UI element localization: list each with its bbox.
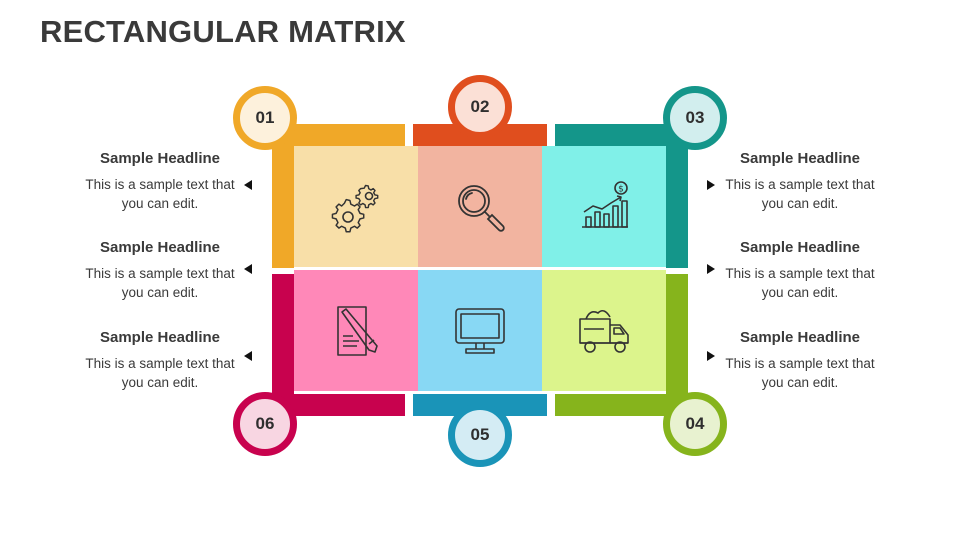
tile-03: $ (542, 146, 666, 267)
text-block-01: Sample Headline This is a sample text th… (80, 150, 240, 213)
body-text: This is a sample text that you can edit. (725, 266, 875, 300)
pointer-left-icon (244, 351, 252, 361)
page-title: RECTANGULAR MATRIX (40, 14, 406, 49)
tile-06 (294, 270, 418, 391)
pointer-right-icon (707, 351, 715, 361)
pointer-right-icon (707, 180, 715, 190)
badge-05: 05 (448, 403, 512, 467)
pointer-left-icon (244, 264, 252, 274)
text-block-03: Sample Headline This is a sample text th… (720, 150, 880, 213)
growth-chart-icon: $ (582, 180, 628, 228)
text-block-05: Sample Headline This is a sample text th… (720, 239, 880, 302)
badge-03: 03 (663, 86, 727, 150)
headline: Sample Headline (99, 150, 221, 167)
headline: Sample Headline (739, 150, 861, 167)
headline: Sample Headline (99, 239, 221, 256)
magnifier-icon (458, 184, 505, 232)
document-pencil-icon (337, 305, 378, 356)
badge-06: 06 (233, 392, 297, 456)
tile-02 (418, 146, 542, 267)
headline: Sample Headline (739, 239, 861, 256)
badge-04: 04 (663, 392, 727, 456)
tile-05 (418, 270, 542, 391)
text-block-04: Sample Headline This is a sample text th… (720, 329, 880, 392)
body-text: This is a sample text that you can edit. (85, 177, 235, 211)
gears-icon (331, 184, 379, 232)
tile-01 (294, 146, 418, 267)
monitor-icon (455, 307, 505, 354)
text-block-06: Sample Headline This is a sample text th… (80, 329, 240, 392)
badge-01: 01 (233, 86, 297, 150)
pointer-right-icon (707, 264, 715, 274)
pointer-left-icon (244, 180, 252, 190)
body-text: This is a sample text that you can edit. (725, 177, 875, 211)
text-block-02: Sample Headline This is a sample text th… (80, 239, 240, 302)
svg-text:$: $ (618, 184, 624, 194)
dump-truck-icon (579, 309, 629, 353)
headline: Sample Headline (99, 329, 221, 346)
body-text: This is a sample text that you can edit. (85, 266, 235, 300)
badge-02: 02 (448, 75, 512, 139)
tile-04 (542, 270, 666, 391)
body-text: This is a sample text that you can edit. (725, 356, 875, 390)
headline: Sample Headline (739, 329, 861, 346)
body-text: This is a sample text that you can edit. (85, 356, 235, 390)
